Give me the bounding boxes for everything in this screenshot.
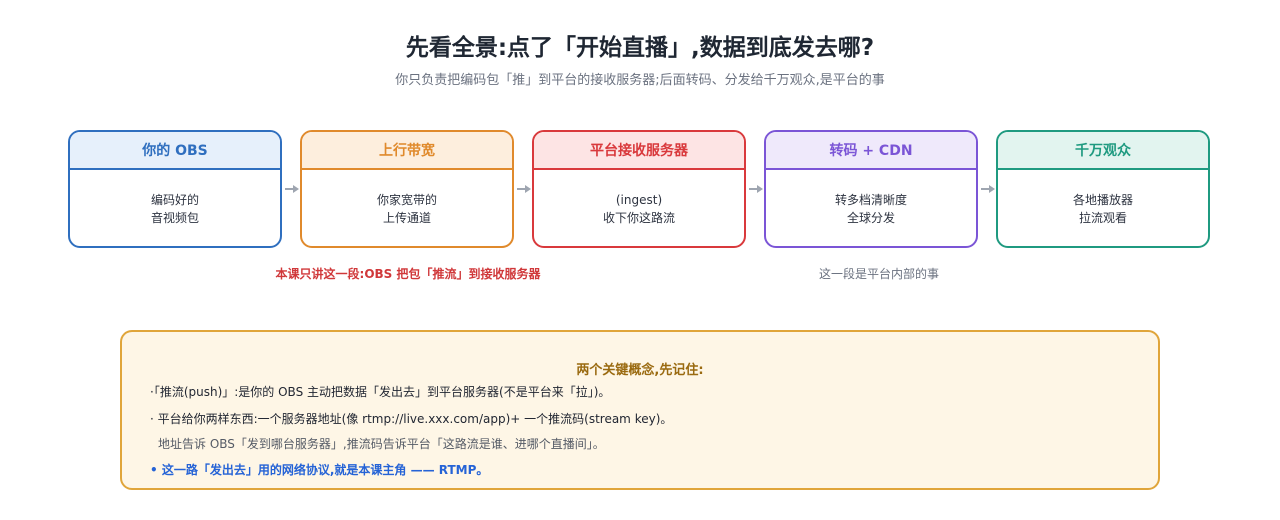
platform-scope-note: 这一段是平台内部的事: [818, 267, 939, 281]
node-line: 收下你这路流: [602, 211, 675, 225]
node-ingest-server: 平台接收服务器 (ingest) 收下你这路流: [532, 130, 746, 248]
node-line: 音视频包: [150, 211, 199, 225]
node-line: 转多档清晰度: [834, 193, 907, 207]
arrow-right-icon: [749, 185, 763, 193]
node-transcode-cdn: 转码 + CDN 转多档清晰度 全球分发: [764, 130, 978, 248]
node-line: 编码好的: [150, 193, 199, 207]
course-scope-note: 本课只讲这一段:OBS 把包「推流」到接收服务器: [275, 267, 541, 281]
node-title: 上行带宽: [302, 132, 512, 170]
node-viewers: 千万观众 各地播放器 拉流观看: [996, 130, 1210, 248]
arrow-right-icon: [517, 185, 531, 193]
page-title: 先看全景:点了「开始直播」,数据到底发去哪?: [405, 35, 875, 61]
node-title: 千万观众: [998, 132, 1208, 170]
node-line: (ingest): [615, 193, 663, 207]
node-obs: 你的 OBS 编码好的 音视频包: [68, 130, 282, 248]
arrow-right-icon: [981, 185, 995, 193]
concept-server-and-key: · 平台给你两样东西:一个服务器地址(像 rtmp://live.xxx.com…: [150, 412, 673, 426]
node-line: 拉流观看: [1078, 211, 1127, 225]
node-line: 你家宽带的: [376, 193, 437, 207]
page-subtitle: 你只负责把编码包「推」到平台的接收服务器;后面转码、分发给千万观众,是平台的事: [395, 73, 885, 88]
concept-rtmp: • 这一路「发出去」用的网络协议,就是本课主角 —— RTMP。: [150, 463, 489, 477]
node-line: 上传通道: [382, 211, 431, 225]
node-title: 转码 + CDN: [766, 132, 976, 170]
node-title: 你的 OBS: [70, 132, 280, 170]
concept-push: ·「推流(push)」:是你的 OBS 主动把数据「发出去」到平台服务器(不是平…: [150, 385, 611, 399]
node-line: 全球分发: [846, 211, 895, 225]
node-uplink: 上行带宽 你家宽带的 上传通道: [300, 130, 514, 248]
arrow-right-icon: [285, 185, 299, 193]
key-concepts-panel: 两个关键概念,先记住: ·「推流(push)」:是你的 OBS 主动把数据「发出…: [120, 330, 1160, 490]
panel-title: 两个关键概念,先记住:: [576, 363, 704, 378]
concept-explanation: 地址告诉 OBS「发到哪台服务器」,推流码告诉平台「这路流是谁、进哪个直播间」。: [158, 437, 605, 451]
node-line: 各地播放器: [1072, 193, 1133, 207]
node-title: 平台接收服务器: [534, 132, 744, 170]
